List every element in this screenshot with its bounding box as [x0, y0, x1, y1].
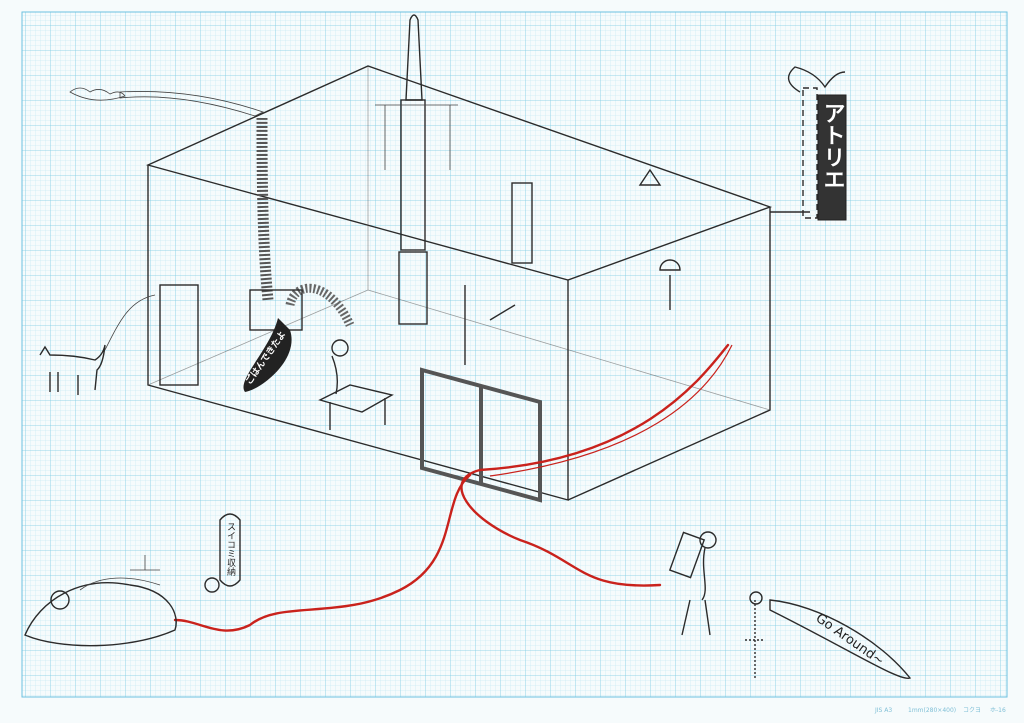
glass-door — [420, 367, 542, 503]
storage-speech-bubble: スイコミ収納 — [204, 513, 241, 593]
footer-size: JIS A3 — [874, 707, 892, 714]
walking-figure — [668, 531, 717, 636]
isometric-box-room — [145, 65, 773, 501]
reclining-figure — [24, 555, 177, 647]
storage-bubble-text: スイコミ収納 — [225, 522, 236, 577]
smoke-cloud — [69, 87, 265, 117]
sign-text: アトリエ — [820, 102, 845, 190]
red-hoses — [173, 343, 733, 632]
atelier-sign: アトリエ — [770, 66, 847, 221]
vacuum-robot — [745, 591, 765, 680]
wall-fixtures — [464, 168, 681, 365]
person-at-desk — [318, 339, 394, 430]
grid-paper — [21, 11, 1008, 698]
storage-shelf — [159, 284, 199, 386]
chimney-tower — [375, 14, 458, 325]
footer-brand: コクヨ — [963, 707, 981, 714]
footer-grid: 1mm(280×400) — [908, 707, 956, 714]
footer-code: ホ-16 — [990, 707, 1006, 714]
paper-footer: JIS A3 1mm(280×400) コクヨ ホ-16 — [874, 707, 1006, 714]
cat — [39, 294, 156, 395]
